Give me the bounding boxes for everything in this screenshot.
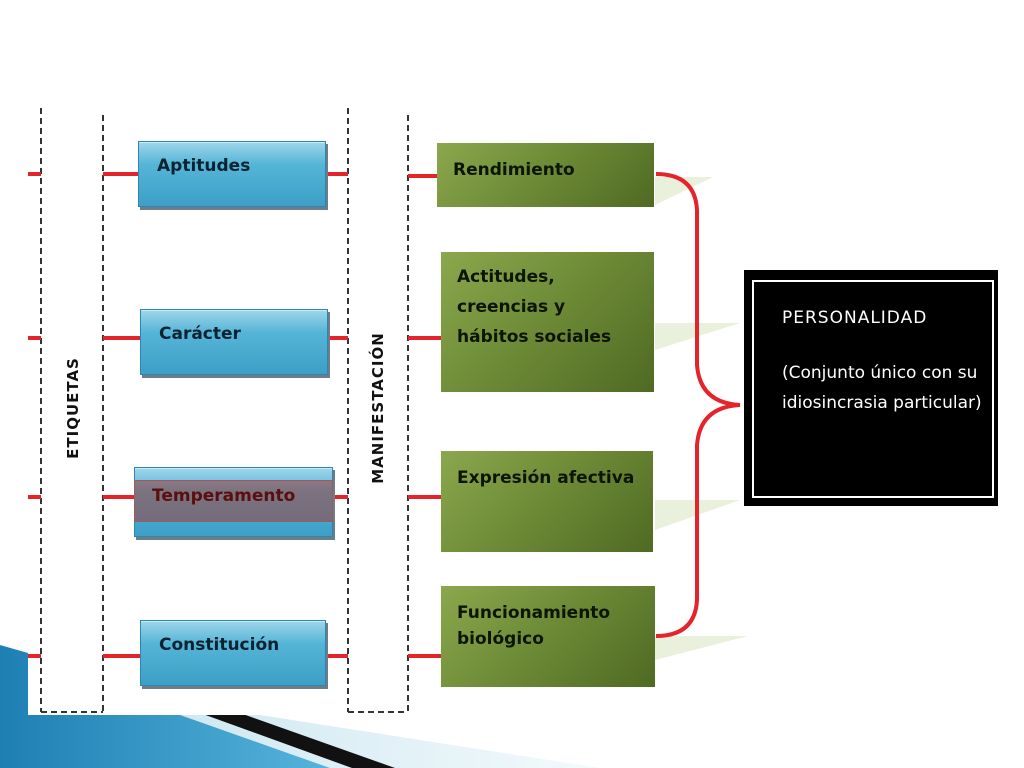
manifestation-actitudes: Actitudes, creencias y hábitos sociales <box>457 267 612 347</box>
manifestation-rendimiento: Rendimiento <box>453 160 575 180</box>
shadow-shape <box>655 636 748 660</box>
label-box-caracter: Carácter <box>140 309 328 375</box>
label-constitucion: Constitución <box>159 635 280 655</box>
personality-box: PERSONALIDAD (Conjunto único con su idio… <box>744 270 998 506</box>
label-aptitudes: Aptitudes <box>157 156 251 176</box>
manifestation-box-expresion: Expresión afectiva <box>441 451 653 552</box>
manifestacion-label: MANIFESTACIÓN <box>369 332 387 484</box>
etiquetas-label: ETIQUETAS <box>64 357 82 459</box>
manifestation-box-funcionamiento: Funcionamiento biológico <box>441 586 655 687</box>
shadow-shape <box>655 177 713 205</box>
manifestation-expresion: Expresión afectiva <box>457 468 635 488</box>
label-caracter: Carácter <box>159 324 241 344</box>
manifestation-box-actitudes: Actitudes, creencias y hábitos sociales <box>441 252 654 392</box>
label-temperamento: Temperamento <box>152 486 296 506</box>
manifestation-box-rendimiento: Rendimiento <box>437 143 654 207</box>
label-box-aptitudes: Aptitudes <box>138 141 326 207</box>
curly-bracket <box>655 172 741 638</box>
personality-inner-border <box>752 280 994 498</box>
personality-title: PERSONALIDAD <box>782 308 928 328</box>
manifestation-funcionamiento: Funcionamiento biológico <box>457 603 611 649</box>
personality-description: (Conjunto único con su idiosincrasia par… <box>782 363 982 413</box>
temperamento-highlight <box>134 480 333 522</box>
label-box-constitucion: Constitución <box>140 620 326 686</box>
